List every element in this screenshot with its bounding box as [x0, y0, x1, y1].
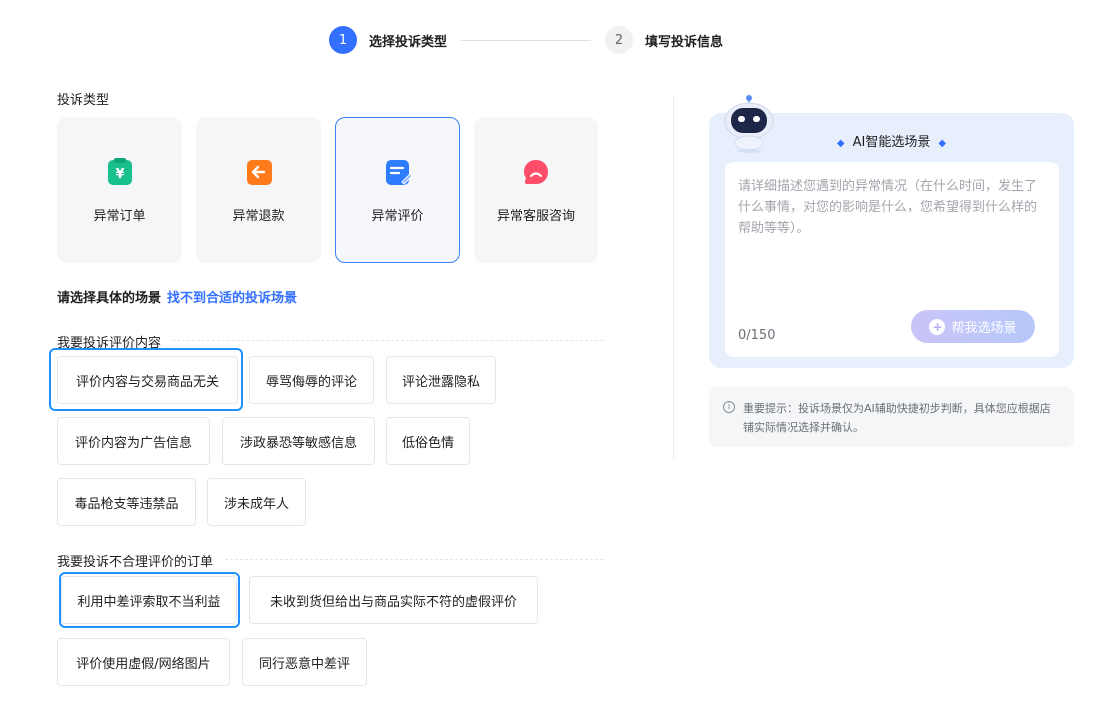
type-card-label: 异常订单 — [93, 208, 146, 224]
help-select-scene-label: 帮我选场景 — [951, 321, 1017, 336]
option-sensitive-content[interactable]: 涉政暴恐等敏感信息 — [222, 417, 375, 465]
option-unrelated-content[interactable]: 评价内容与交易商品无关 — [57, 356, 238, 404]
ai-input-placeholder: 请详细描述您遇到的异常情况（在什么时间，发生了什么事情，对您的影响是什么，您希望… — [738, 179, 1038, 236]
step-2-label: 填写投诉信息 — [645, 34, 724, 50]
type-card-label: 异常退款 — [232, 208, 285, 224]
ai-description-input[interactable]: 请详细描述您遇到的异常情况（在什么时间，发生了什么事情，对您的影响是什么，您希望… — [725, 162, 1059, 357]
svg-text:¥: ¥ — [115, 167, 124, 182]
complaint-type-label: 投诉类型 — [57, 93, 110, 108]
info-icon: i — [723, 401, 735, 413]
column-divider — [673, 96, 674, 460]
type-card-review[interactable]: 异常评价 — [335, 117, 460, 263]
option-false-review[interactable]: 未收到货但给出与商品实际不符的虚假评价 — [249, 576, 538, 624]
ai-scene-panel: ◆ AI智能选场景 ◆ 请详细描述您遇到的异常情况（在什么时间，发生了什么事情，对您… — [709, 113, 1074, 368]
scene-not-found-link[interactable]: 找不到合适的投诉场景 — [167, 291, 298, 306]
step-connector — [461, 39, 592, 41]
scene-title: 请选择具体的场景找不到合适的投诉场景 — [57, 287, 297, 306]
complaint-type-cards: ¥ 异常订单 异常退款 异常评价 异常 — [57, 117, 598, 263]
group-divider — [172, 340, 603, 341]
sparkle-icon: ◆ — [836, 138, 845, 149]
notice-box: i 重要提示：投诉场景仅为AI辅助快捷初步判断，具体您应根据店铺实际情况选择并确… — [709, 387, 1074, 447]
plus-icon: + — [929, 318, 946, 335]
option-ad-content[interactable]: 评价内容为广告信息 — [57, 417, 210, 465]
sparkle-icon: ◆ — [938, 138, 947, 149]
option-abusive-review[interactable]: 辱骂侮辱的评论 — [249, 356, 374, 404]
scene-title-text: 请选择具体的场景 — [57, 291, 162, 306]
option-vulgar-content[interactable]: 低俗色情 — [386, 417, 470, 465]
type-card-label: 异常客服咨询 — [496, 208, 575, 224]
notice-text: 重要提示：投诉场景仅为AI辅助快捷初步判断，具体您应根据店铺实际情况选择并确认。 — [743, 402, 1051, 434]
option-minors[interactable]: 涉未成年人 — [207, 478, 306, 526]
type-card-order[interactable]: ¥ 异常订单 — [57, 117, 182, 263]
ai-panel-header: ◆ AI智能选场景 ◆ — [709, 131, 1074, 150]
refund-icon — [244, 157, 274, 187]
ai-panel-title: AI智能选场景 — [852, 135, 931, 150]
robot-mascot-icon — [718, 94, 780, 154]
step-2-indicator: 2 — [605, 26, 634, 54]
help-select-scene-button[interactable]: + 帮我选场景 — [911, 310, 1035, 343]
option-extortion-review[interactable]: 利用中差评索取不当利益 — [61, 576, 237, 624]
group-review-content-title: 我要投诉评价内容 — [57, 336, 162, 351]
option-malicious-competitor[interactable]: 同行恶意中差评 — [242, 638, 367, 686]
group-unreasonable-review-title: 我要投诉不合理评价的订单 — [57, 555, 214, 570]
option-contraband[interactable]: 毒品枪支等违禁品 — [57, 478, 196, 526]
service-icon — [521, 157, 551, 187]
step-1-label: 选择投诉类型 — [369, 34, 448, 50]
option-fake-images[interactable]: 评价使用虚假/网络图片 — [57, 638, 230, 686]
stepper: 1 选择投诉类型 2 填写投诉信息 — [329, 24, 723, 56]
type-card-label: 异常评价 — [371, 208, 424, 224]
type-card-service[interactable]: 异常客服咨询 — [474, 117, 598, 263]
type-card-refund[interactable]: 异常退款 — [196, 117, 321, 263]
char-count: 0/150 — [738, 328, 776, 343]
review-icon — [383, 157, 413, 187]
group-divider — [225, 559, 603, 560]
order-icon: ¥ — [105, 157, 135, 187]
step-1-indicator: 1 — [329, 26, 357, 54]
option-privacy-leak[interactable]: 评论泄露隐私 — [386, 356, 496, 404]
